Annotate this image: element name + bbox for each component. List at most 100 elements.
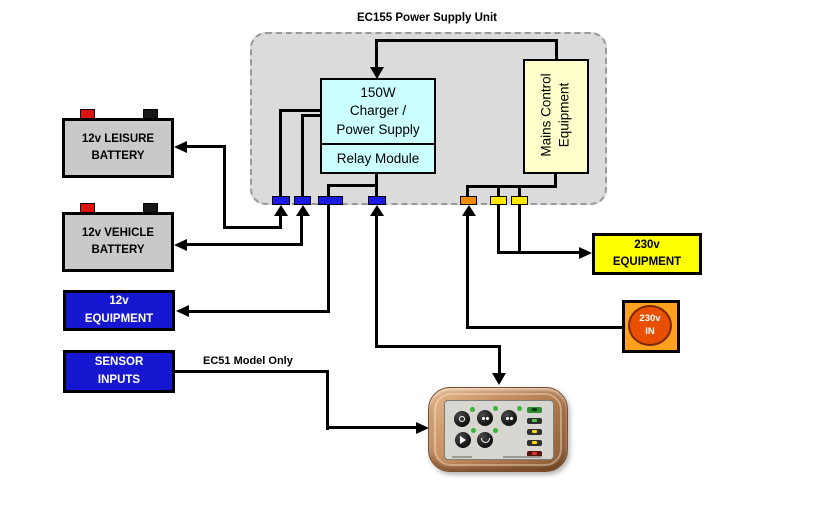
- led-pip: [532, 408, 537, 411]
- wire-leisure-battery: [223, 145, 226, 229]
- panel-model-mark: [503, 456, 541, 458]
- vehicle-battery-label-line2: BATTERY: [91, 244, 145, 256]
- blue-connector-3: [318, 196, 343, 205]
- socket-icon: [505, 416, 509, 420]
- wire-relay-to-connector3: [327, 184, 378, 187]
- wire-vehicle-battery: [300, 216, 303, 246]
- wire-mains-bottom: [554, 172, 557, 188]
- wire-relay-to-connector3: [327, 184, 330, 196]
- led-bar-green-1: [527, 407, 542, 413]
- wire-charger-to-connector1: [281, 109, 322, 112]
- wire-mains-bottom: [466, 185, 557, 188]
- led-pip: [532, 419, 537, 422]
- pump-button: [455, 432, 471, 448]
- mains-control-label-line2: Equipment: [556, 82, 572, 148]
- wire-control-panel: [375, 345, 501, 348]
- power-button: [454, 411, 470, 427]
- charger-label-line2: Charger /: [349, 103, 407, 119]
- wire-12v-equipment: [188, 310, 330, 313]
- water-icon: [480, 437, 490, 443]
- arrowhead-into-230v-equipment: [579, 247, 592, 259]
- arrowhead-sensor-into-panel: [416, 422, 429, 434]
- blue-connector-2: [294, 196, 311, 205]
- wire-230v-equipment: [518, 205, 521, 254]
- wire-mains-to-charger: [375, 39, 378, 68]
- 230v-equipment-label-line1: 230v: [634, 238, 660, 251]
- wire-charger-to-connector2: [301, 114, 304, 196]
- arrowhead-into-leisure-battery: [174, 141, 187, 153]
- relay-module-label: Relay Module: [336, 151, 420, 166]
- control-panel-bezel: [434, 393, 562, 466]
- wire-mains-bottom: [497, 185, 500, 196]
- arrowhead-into-connector2: [296, 205, 310, 216]
- wire-230v-in: [466, 326, 624, 329]
- sensor-inputs-label-line1: SENSOR: [94, 356, 144, 369]
- diagram-title: EC155 Power Supply Unit: [357, 12, 497, 24]
- wire-control-panel: [498, 345, 501, 374]
- control-panel-face: [444, 400, 554, 460]
- wire-leisure-battery: [223, 226, 282, 229]
- orange-connector: [460, 196, 477, 205]
- wire-vehicle-battery: [186, 243, 303, 246]
- wire-230v-equipment: [497, 251, 580, 254]
- vehicle-battery-box: 12v VEHICLE BATTERY: [62, 212, 174, 272]
- wire-charger-to-connector2: [303, 114, 322, 117]
- led-dot: [470, 407, 475, 412]
- yellow-connector-1: [490, 196, 507, 205]
- water-level-button: [477, 432, 493, 448]
- battery-select-button-2: [501, 410, 517, 426]
- wire-230v-equipment: [497, 205, 500, 254]
- charger-label: 150W Charger / Power Supply: [322, 80, 434, 143]
- led-dot: [493, 406, 498, 411]
- battery-select-button-1: [477, 410, 493, 426]
- leisure-battery-label-line2: BATTERY: [91, 150, 145, 162]
- leisure-battery-box: 12v LEISURE BATTERY: [62, 118, 174, 178]
- leisure-battery-label-line1: 12v LEISURE: [81, 133, 155, 146]
- wire-leisure-battery: [279, 216, 282, 228]
- charger-power-supply-box: 150W Charger / Power Supply Relay Module: [320, 78, 436, 174]
- wire-sensor-inputs: [326, 370, 329, 430]
- 230v-in-box: 230v IN: [622, 300, 680, 353]
- led-pip: [532, 452, 537, 455]
- led-dot: [493, 428, 498, 433]
- wire-230v-in: [466, 216, 469, 328]
- control-panel: [428, 387, 568, 472]
- 230v-equipment-box: 230v EQUIPMENT: [592, 233, 702, 275]
- charger-label-line3: Power Supply: [336, 121, 420, 137]
- wire-mains-to-charger: [555, 39, 558, 61]
- arrowhead-into-orange-connector: [462, 205, 476, 216]
- mains-control-label-line1: Mains Control: [538, 73, 554, 157]
- tap-icon: [460, 436, 466, 444]
- wire-sensor-inputs: [175, 370, 329, 373]
- led-pip: [532, 441, 537, 444]
- arrowhead-into-charger: [370, 67, 384, 79]
- 230v-in-label-line1: 230v: [639, 313, 661, 325]
- wire-sensor-inputs: [326, 426, 417, 429]
- yellow-connector-2: [511, 196, 528, 205]
- led-bar-green-2: [527, 418, 542, 424]
- arrowhead-into-connector1: [274, 205, 288, 216]
- 230v-in-disc: 230v IN: [628, 305, 672, 346]
- wire-mains-to-charger: [375, 39, 558, 42]
- wire-12v-equipment: [327, 205, 330, 313]
- arrowhead-into-connector4: [370, 205, 384, 216]
- mains-control-label: Mains Control Equipment: [525, 59, 587, 172]
- blue-connector-4: [368, 196, 386, 205]
- arrowhead-into-12v-equipment: [176, 305, 189, 317]
- arrowhead-into-control-panel: [492, 373, 506, 385]
- socket-icon: [481, 416, 485, 420]
- vehicle-battery-label-line1: 12v VEHICLE: [81, 227, 155, 240]
- blue-connector-1: [272, 196, 290, 205]
- 12v-equipment-label-line1: 12v: [109, 295, 129, 308]
- wire-control-panel: [375, 216, 378, 348]
- wire-mains-bottom: [466, 185, 469, 196]
- 12v-equipment-label-line2: EQUIPMENT: [84, 312, 154, 325]
- wire-mains-bottom: [518, 185, 521, 196]
- sensor-inputs-label-line2: INPUTS: [97, 373, 141, 386]
- 230v-in-label-line2: IN: [645, 325, 655, 337]
- wire-charger-to-connector1: [279, 109, 282, 196]
- led-bar-yellow-1: [527, 429, 542, 435]
- led-dot: [471, 428, 476, 433]
- relay-module-box: Relay Module: [322, 143, 434, 172]
